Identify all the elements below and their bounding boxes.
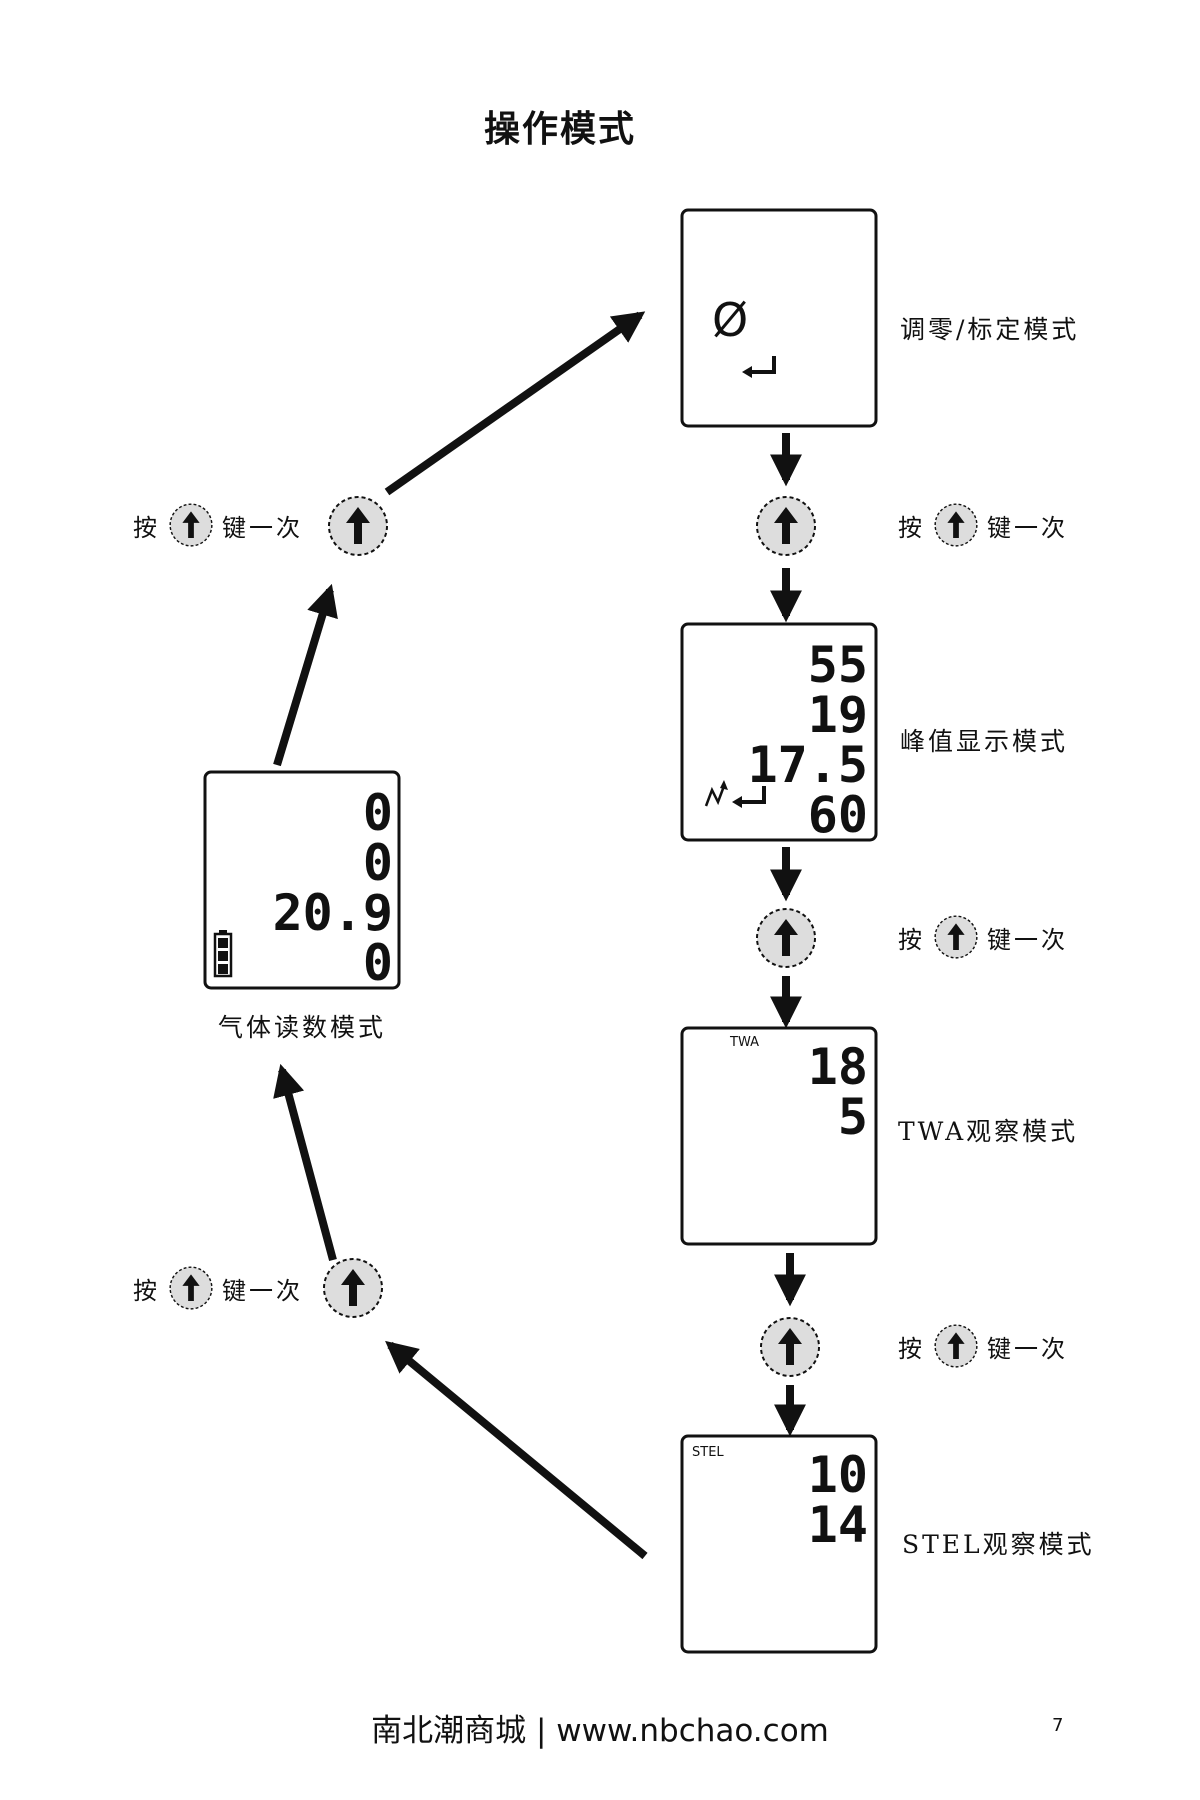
label-gas-reading: 气体读数模式 xyxy=(218,1013,387,1042)
press-label-right-1: 按 键一次 xyxy=(898,502,1068,548)
up-arrow-button-icon xyxy=(934,1324,978,1368)
press-prefix: 按 xyxy=(133,513,160,542)
peak-reading-4: 60 xyxy=(808,786,868,844)
label-zero-calibration: 调零/标定模式 xyxy=(900,315,1080,344)
press-label-right-3: 按 键一次 xyxy=(898,1323,1068,1369)
press-label-left-upper: 按 键一次 xyxy=(133,502,303,548)
press-suffix: 键一次 xyxy=(987,1334,1068,1363)
press-suffix: 键一次 xyxy=(222,1276,303,1305)
gas-reading-screen: 0 0 20.9 0 xyxy=(203,770,401,992)
twa-reading-1: 18 xyxy=(808,1038,868,1096)
stel-screen: STEL 10 14 xyxy=(680,1434,878,1654)
stel-tag: STEL xyxy=(692,1445,724,1460)
up-button-right-3[interactable] xyxy=(758,1315,822,1379)
gas-reading-1: 0 xyxy=(363,784,393,842)
press-prefix: 按 xyxy=(898,1334,925,1363)
up-button-left-upper[interactable] xyxy=(326,494,390,558)
battery-icon xyxy=(213,930,233,978)
up-arrow-button-icon xyxy=(169,1266,213,1310)
up-button-left-lower[interactable] xyxy=(321,1256,385,1320)
gas-reading-4: 0 xyxy=(363,934,393,992)
gas-reading-2: 0 xyxy=(363,834,393,892)
enter-arrow-icon xyxy=(732,786,766,808)
up-button-right-2[interactable] xyxy=(754,906,818,970)
up-arrow-button-icon xyxy=(934,503,978,547)
stel-reading-2: 14 xyxy=(808,1496,868,1554)
peak-screen: 55 19 17.5 60 xyxy=(680,622,878,844)
press-suffix: 键一次 xyxy=(987,513,1068,542)
peak-icon xyxy=(704,780,728,807)
twa-tag: TWA xyxy=(729,1035,759,1050)
label-twa: TWA观察模式 xyxy=(898,1117,1079,1146)
page-number: 7 xyxy=(1052,1715,1064,1736)
twa-screen: TWA 18 5 xyxy=(680,1026,878,1246)
enter-arrow-icon xyxy=(742,356,776,378)
arrow-stel-to-left-button xyxy=(385,1340,648,1560)
zero-symbol: Ø xyxy=(712,293,748,347)
press-prefix: 按 xyxy=(133,1276,160,1305)
arrow-upper-button-to-zero xyxy=(384,311,646,496)
press-label-left-lower: 按 键一次 xyxy=(133,1265,303,1311)
label-peak: 峰值显示模式 xyxy=(900,727,1069,756)
page-title: 操作模式 xyxy=(483,108,636,150)
up-arrow-button-icon xyxy=(934,915,978,959)
arrow-left-button-to-gas xyxy=(273,1063,337,1262)
stel-reading-1: 10 xyxy=(808,1446,868,1504)
peak-reading-2: 19 xyxy=(808,686,868,744)
press-prefix: 按 xyxy=(898,513,925,542)
footer-site: 南北潮商城 | www.nbchao.com xyxy=(371,1713,829,1749)
arrow-gas-to-upper-button xyxy=(273,583,338,767)
up-arrow-button-icon xyxy=(169,503,213,547)
up-button-right-1[interactable] xyxy=(754,494,818,558)
label-stel: STEL观察模式 xyxy=(902,1530,1095,1559)
peak-reading-1: 55 xyxy=(808,636,868,694)
press-suffix: 键一次 xyxy=(987,925,1068,954)
gas-reading-3: 20.9 xyxy=(273,884,393,942)
twa-reading-2: 5 xyxy=(838,1088,868,1146)
peak-reading-3: 17.5 xyxy=(748,736,868,794)
press-label-right-2: 按 键一次 xyxy=(898,914,1068,960)
zero-calibration-screen: Ø xyxy=(680,208,878,428)
press-suffix: 键一次 xyxy=(222,513,303,542)
press-prefix: 按 xyxy=(898,925,925,954)
